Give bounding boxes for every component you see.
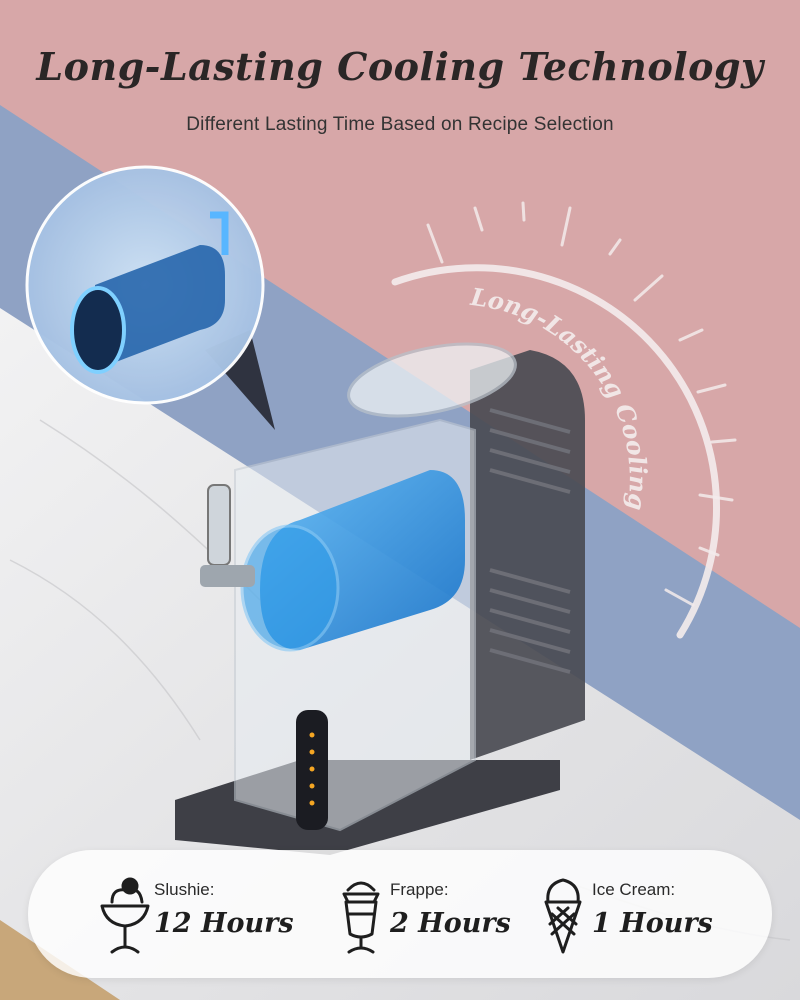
sundae-icon <box>100 877 150 954</box>
cylinder-front <box>240 524 340 652</box>
stat-slushie-value: 12 Hours <box>154 908 294 939</box>
top-lid <box>347 342 517 418</box>
tap-lever <box>200 565 255 587</box>
stat-slushie-label: Slushie: <box>154 880 215 899</box>
stat-ice-cream-value: 1 Hours <box>592 908 713 939</box>
page-title: Long-Lasting Cooling Technology <box>36 44 764 89</box>
stats-bar: Slushie: 12 Hours Frappe: 2 Hours <box>28 850 772 978</box>
stat-frappe-value: 2 Hours <box>390 908 511 939</box>
control-panel-lights <box>309 732 315 806</box>
arc-tick-marks <box>426 201 737 607</box>
ice-cream-cone-icon <box>544 878 582 954</box>
page-subtitle: Different Lasting Time Based on Recipe S… <box>186 114 614 135</box>
stat-slushie: Slushie: 12 Hours <box>98 872 308 958</box>
stat-ice-cream: Ice Cream: 1 Hours <box>536 872 736 958</box>
cooling-arc <box>391 264 720 639</box>
stat-frappe-label: Frappe: <box>390 880 449 899</box>
stat-ice-cream-label: Ice Cream: <box>592 880 676 899</box>
stat-frappe: Frappe: 2 Hours <box>334 872 524 958</box>
frappe-cup-icon <box>342 881 380 954</box>
machine-vent-grille <box>489 408 571 674</box>
zoomed-cylinder-detail <box>70 211 229 374</box>
